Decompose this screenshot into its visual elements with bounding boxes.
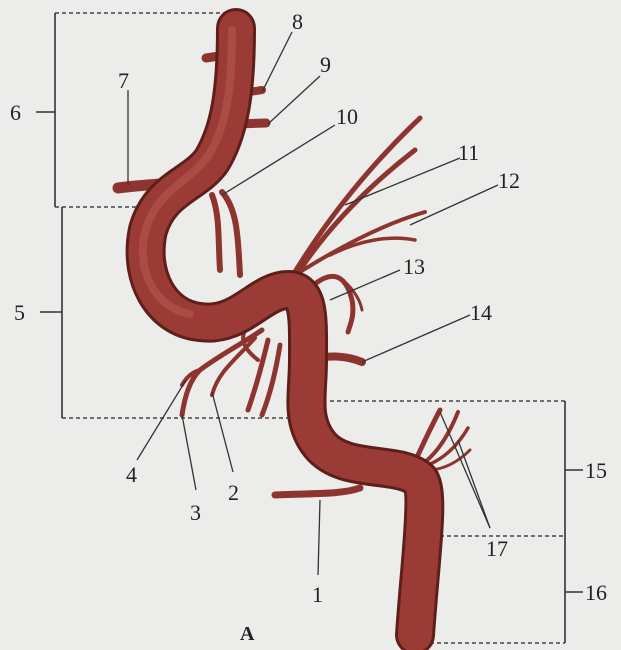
- label-12: 12: [498, 168, 520, 193]
- label-15: 15: [585, 458, 607, 483]
- vessel-trunk-body: [146, 28, 425, 635]
- label-5: 5: [14, 300, 25, 325]
- label-8: 8: [292, 9, 303, 34]
- branch-1: [275, 488, 360, 495]
- leader-4: [137, 380, 186, 460]
- label-7: 7: [118, 68, 129, 93]
- leader-3: [182, 415, 196, 490]
- label-4: 4: [126, 462, 137, 487]
- label-11: 11: [458, 140, 479, 165]
- label-6: 6: [10, 100, 21, 125]
- branch-17b: [425, 412, 458, 462]
- leader-2: [212, 392, 233, 472]
- label-14: 14: [470, 300, 492, 325]
- branch-11b: [300, 150, 415, 270]
- leader-12: [410, 185, 498, 225]
- leader-9: [268, 76, 320, 124]
- main-vessel: [143, 28, 425, 635]
- label-9: 9: [320, 52, 331, 77]
- leader-8: [262, 32, 292, 92]
- leader-13: [330, 270, 400, 300]
- figure-caption: A: [240, 623, 255, 645]
- label-2: 2: [228, 480, 239, 505]
- leader-17a: [440, 412, 490, 528]
- leader-14: [362, 315, 470, 362]
- branch-10a: [212, 195, 220, 270]
- label-17: 17: [486, 536, 508, 561]
- label-3: 3: [190, 500, 201, 525]
- leader-17b: [458, 440, 490, 528]
- label-13: 13: [403, 254, 425, 279]
- label-16: 16: [585, 580, 607, 605]
- label-10: 10: [336, 104, 358, 129]
- leader-1: [318, 500, 320, 575]
- label-1: 1: [312, 582, 323, 607]
- branch-10b: [222, 192, 240, 275]
